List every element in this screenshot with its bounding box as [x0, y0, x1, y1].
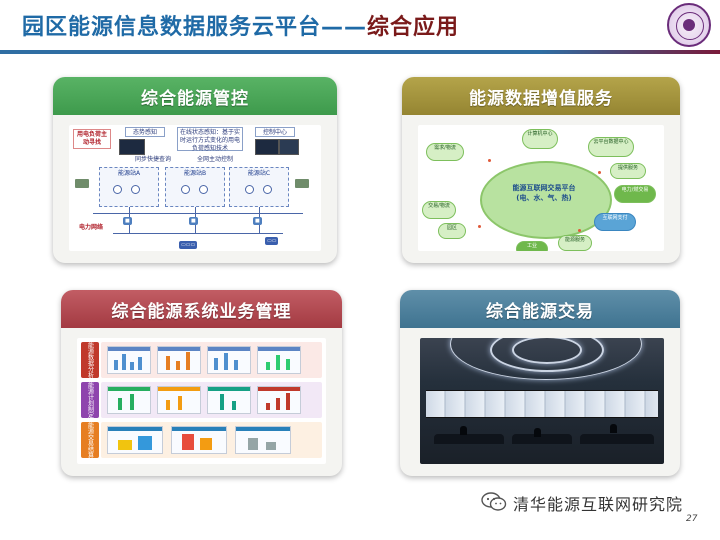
university-seal-logo — [667, 3, 711, 47]
switch-icon: ■ — [253, 217, 262, 225]
trading-platform-label: 能源互联网交易平台 (电、水、气、热) — [482, 183, 606, 203]
node-energy-service: 能源服务 — [558, 235, 592, 251]
row-tag-settlement: 能源交易结算 — [81, 422, 99, 458]
grid-label: 电力网络 — [73, 223, 109, 233]
station-c-label: 能源站C — [247, 170, 271, 177]
control-room-photo — [420, 338, 664, 464]
card-data-value-service[interactable]: 能源数据增值服务 能源互联网交易平台 (电、水、气、热) 计算机中心 云平台数据… — [402, 77, 680, 263]
analysis-thumbnail — [157, 346, 201, 374]
settlement-thumbnail — [235, 426, 291, 454]
settlement-thumbnail — [107, 426, 163, 454]
switch-icon: ■ — [123, 217, 132, 225]
sync-query-label: 同步快捷查询 — [131, 155, 175, 164]
card-system-business-management-title: 综合能源系统业务管理 — [61, 290, 342, 328]
node-provide-service: 提供服务 — [610, 163, 646, 179]
card-system-business-management[interactable]: 综合能源系统业务管理 能源数据分析 能源计划制定 能源交易结算 — [61, 290, 342, 476]
analysis-thumbnail — [107, 346, 151, 374]
plan-thumbnail — [257, 386, 301, 414]
video-wall — [426, 390, 658, 418]
wechat-icon — [481, 491, 507, 513]
row-settlement — [101, 422, 322, 458]
online-sense-label: 在线状态感知：基于实时运行方式变化的用电负荷感知技术 — [177, 127, 243, 152]
node-internet-payment: 互联网支付 — [594, 213, 636, 231]
node-industry: 工业 — [516, 241, 548, 251]
operator-console — [580, 434, 654, 444]
node-demand-logistics: 需求/物流 — [426, 143, 464, 161]
row-data-analysis — [101, 342, 322, 378]
operator-figure — [534, 428, 541, 437]
node-trade-logistics: 交易/物流 — [422, 201, 456, 219]
row-tag-data-analysis: 能源数据分析 — [81, 342, 99, 378]
load-box-icon: ▭▭▭ — [179, 241, 198, 249]
node-park: 园区 — [438, 223, 466, 239]
transformer-icon — [263, 185, 272, 194]
control-room-photo — [255, 139, 279, 155]
state-sense-label: 态势感知 — [125, 127, 165, 137]
node-power-gas-trade: 电力/燃交易 — [614, 185, 656, 203]
transformer-icon — [131, 185, 140, 194]
operator-console — [512, 434, 572, 444]
plan-thumbnail — [157, 386, 201, 414]
transformer-icon — [181, 185, 190, 194]
energy-station-a: 能源站A — [99, 167, 159, 207]
value-service-diagram: 能源互联网交易平台 (电、水、气、热) 计算机中心 云平台数据中心 提供服务 电… — [418, 125, 664, 251]
distribution-line — [113, 233, 283, 234]
control-room-photo-2 — [279, 139, 299, 155]
card-energy-control[interactable]: 综合能源管控 用电负荷主动寻找 态势感知 在线状态感知：基于实时运行方式变化的用… — [53, 77, 337, 263]
switch-icon: ■ — [189, 217, 198, 225]
org-name: 清华能源互联网研究院 — [513, 495, 684, 514]
plant-icon — [295, 179, 309, 188]
analysis-thumbnail — [257, 346, 301, 374]
settlement-thumbnail — [171, 426, 227, 454]
platform-name: 能源互联网交易平台 — [512, 184, 576, 192]
card-energy-trading-title: 综合能源交易 — [400, 290, 680, 328]
analysis-thumbnail — [207, 346, 251, 374]
platform-sub: (电、水、气、热) — [516, 194, 572, 202]
row-plan — [101, 382, 322, 418]
energy-station-c: 能源站C — [229, 167, 289, 207]
plan-thumbnail — [207, 386, 251, 414]
auto-control-label: 全网主动控制 — [193, 155, 237, 164]
flow-marker — [488, 159, 491, 162]
bus-line — [93, 213, 303, 214]
seal-inner-ring — [676, 12, 704, 40]
flow-marker — [598, 171, 601, 174]
page-number: 27 — [686, 514, 698, 524]
energy-station-b: 能源站B — [165, 167, 225, 207]
card-data-value-service-title: 能源数据增值服务 — [402, 77, 680, 115]
business-management-panel: 能源数据分析 能源计划制定 能源交易结算 — [77, 338, 326, 464]
flow-marker — [478, 225, 481, 228]
page-title-accent: 综合应用 — [367, 15, 460, 40]
monitor-screen — [119, 139, 145, 155]
energy-control-diagram: 用电负荷主动寻找 态势感知 在线状态感知：基于实时运行方式变化的用电负荷感知技术… — [69, 125, 321, 251]
station-a-label: 能源站A — [117, 170, 141, 177]
seal-center — [683, 19, 695, 31]
operator-figure — [460, 426, 467, 435]
load-box-icon: ▭▭ — [265, 237, 279, 245]
plan-thumbnail — [107, 386, 151, 414]
flow-marker — [578, 229, 581, 232]
operator-figure — [610, 424, 617, 433]
card-energy-trading[interactable]: 综合能源交易 — [400, 290, 680, 476]
title-divider — [0, 50, 720, 54]
station-b-label: 能源站B — [183, 170, 207, 177]
plant-icon — [75, 179, 89, 188]
card-energy-control-title: 综合能源管控 — [53, 77, 337, 115]
control-center-label: 控制中心 — [255, 127, 295, 137]
transformer-icon — [199, 185, 208, 194]
page-title-main: 园区能源信息数据服务云平台—— — [22, 15, 368, 40]
page-title: 园区能源信息数据服务云平台——综合应用 — [22, 9, 459, 41]
node-computer-center: 计算机中心 — [522, 129, 558, 149]
row-tag-plan: 能源计划制定 — [81, 382, 99, 418]
transformer-icon — [245, 185, 254, 194]
transformer-icon — [113, 185, 122, 194]
node-cloud-data-center: 云平台数据中心 — [588, 137, 634, 157]
operator-console — [434, 434, 504, 444]
trading-platform-cloud — [480, 161, 612, 239]
user-load-label: 用电负荷主动寻找 — [73, 129, 111, 149]
